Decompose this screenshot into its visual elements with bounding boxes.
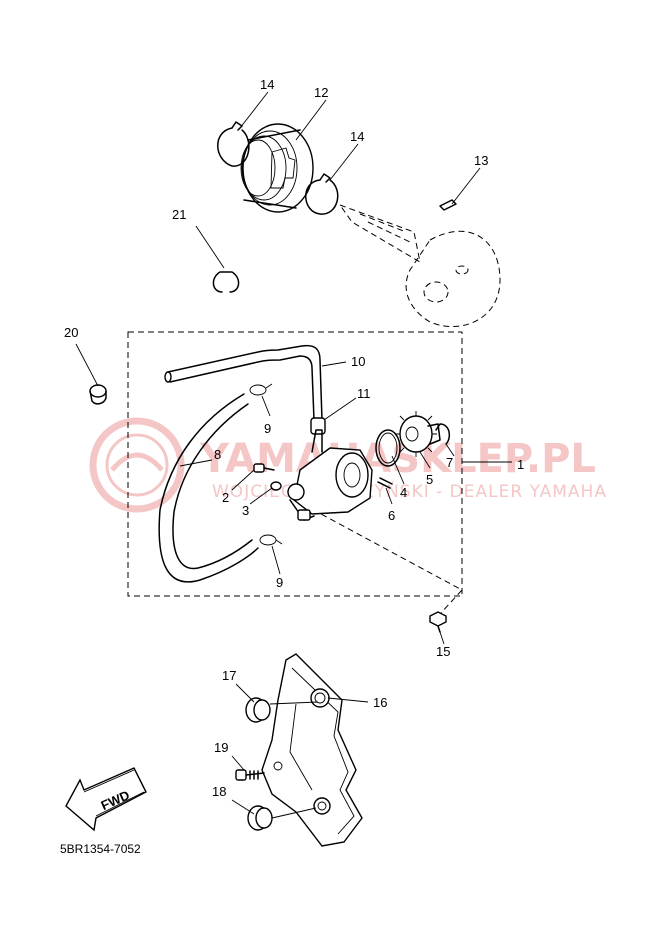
part-17-grommet [245, 697, 271, 723]
fwd-arrow: FWD [65, 767, 147, 832]
part-9-clip-lower [259, 534, 283, 546]
part-7-clip [435, 423, 451, 445]
callout-16: 16 [373, 695, 387, 710]
callout-19: 19 [214, 740, 228, 755]
callout-9b: 9 [276, 575, 283, 590]
callouts: 1 2 3 4 5 6 7 8 9 9 10 11 12 13 14 14 15… [64, 77, 524, 799]
part-21-clip [212, 271, 240, 293]
callout-5: 5 [426, 472, 433, 487]
part-4-o-ring [375, 429, 401, 467]
part-14-circlip-right [305, 173, 339, 215]
callout-8: 8 [214, 447, 221, 462]
callout-17: 17 [222, 668, 236, 683]
assembly-boundary [127, 331, 463, 615]
part-15-bolt [429, 611, 447, 633]
callout-18: 18 [212, 784, 226, 799]
callout-9a: 9 [264, 421, 271, 436]
callout-11: 11 [357, 386, 371, 401]
diagram-code: 5BR1354-7052 [60, 842, 141, 856]
part-18-grommet [247, 805, 273, 831]
callout-7: 7 [446, 455, 453, 470]
callout-20: 20 [64, 325, 78, 340]
callout-14a: 14 [260, 77, 274, 92]
callout-12: 12 [314, 85, 328, 100]
watermark-subtitle: WOJCIECH ZYPCZYŃSKI - DEALER YAMAHA [212, 480, 607, 502]
part-5-gear [395, 411, 441, 457]
crankshaft-assembly [338, 203, 501, 327]
callout-15: 15 [436, 644, 450, 659]
part-10-hose-upper [164, 344, 323, 421]
callout-6: 6 [388, 508, 395, 523]
watermark-logo [89, 417, 185, 513]
callout-14b: 14 [350, 129, 364, 144]
part-19-screw [235, 769, 265, 781]
part-1-oil-pump [287, 429, 373, 521]
part-8-hose-lower [158, 393, 259, 583]
callout-3: 3 [242, 503, 249, 518]
part-3-washer [270, 481, 282, 491]
callout-10: 10 [351, 354, 365, 369]
callout-1: 1 [517, 457, 524, 472]
part-2-bolt [253, 463, 275, 473]
part-11-sleeve [310, 417, 326, 435]
part-6-pin [377, 477, 393, 489]
leader-lines [75, 91, 512, 819]
part-9-clip-upper [249, 383, 273, 396]
part-12-pulley [240, 123, 314, 213]
callout-21: 21 [172, 207, 186, 222]
callout-2: 2 [222, 490, 229, 505]
callout-13: 13 [474, 153, 488, 168]
part-20-cap [89, 384, 107, 405]
part-13-pin [439, 199, 457, 211]
callout-4: 4 [400, 485, 407, 500]
